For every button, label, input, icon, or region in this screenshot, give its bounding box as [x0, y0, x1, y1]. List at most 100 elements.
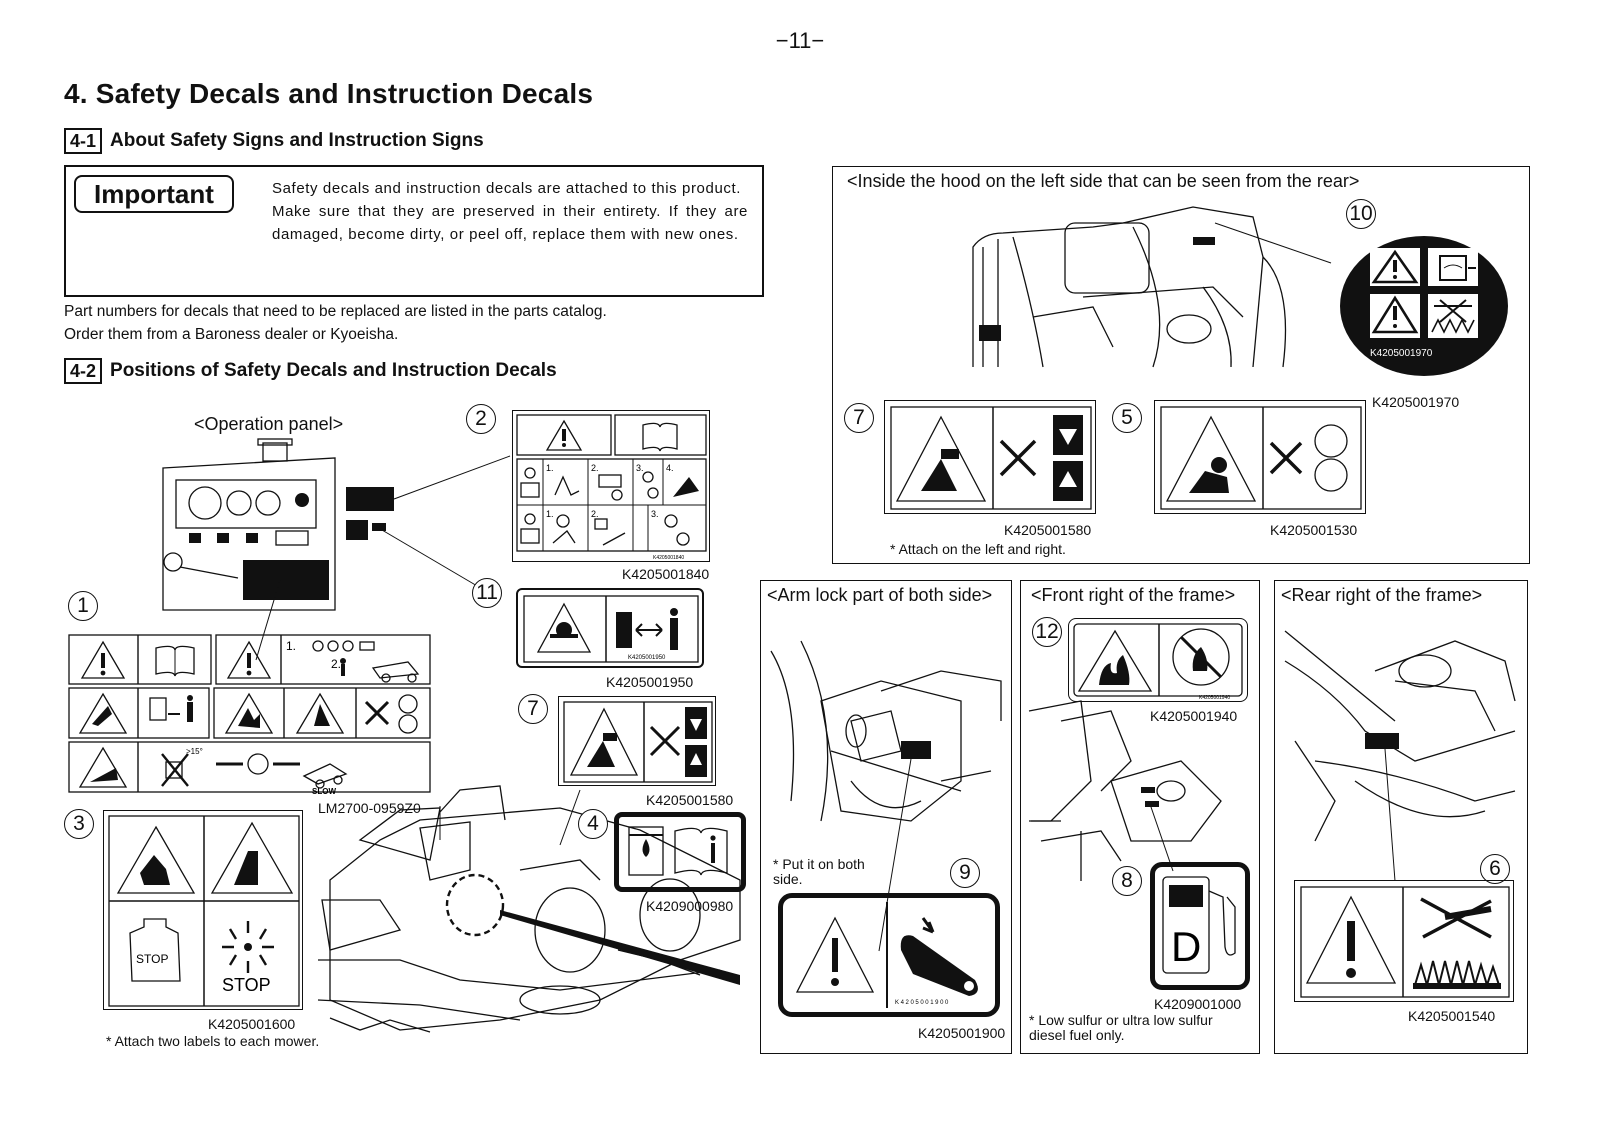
- arrow-down-icon: [1053, 415, 1083, 455]
- important-label: Important: [74, 175, 234, 213]
- decal-3-note: * Attach two labels to each mower.: [106, 1033, 320, 1049]
- decal-5-part-number: K4205001530: [1270, 522, 1358, 538]
- decal-6: [1294, 880, 1514, 1002]
- keep-distance-icon: [616, 608, 678, 650]
- parts-note: Part numbers for decals that need to be …: [64, 300, 607, 346]
- front-right-panel-caption: <Front right of the frame>: [1031, 585, 1236, 605]
- decal-3: STOP STOP: [103, 810, 303, 1010]
- manual-book-icon: [642, 422, 678, 452]
- callout-3: 3: [64, 809, 94, 839]
- callout-5: 5: [1112, 403, 1142, 433]
- decal-9-part-number: K4205001900: [918, 1025, 1006, 1041]
- hand-crush-icon: [895, 415, 987, 502]
- callout-11: 11: [472, 578, 502, 608]
- ear-protection-warning-icon: [536, 602, 592, 653]
- warning-triangle-icon: [1305, 895, 1397, 984]
- hood-panel: <Inside the hood on the left side that c…: [832, 166, 1530, 564]
- crush-warning-icon: [295, 692, 345, 734]
- decal-12: K4205001940: [1068, 618, 1248, 702]
- rear-right-panel-caption: <Rear right of the frame>: [1281, 585, 1483, 605]
- fan-warning-icon: [1165, 415, 1257, 502]
- decal-11-small-code: K4205001950: [628, 655, 666, 661]
- section-number: 4-1: [64, 128, 103, 154]
- manual-info-icon: [674, 827, 728, 876]
- hand-crush-icon: [224, 692, 274, 734]
- decal-2-step-g: 3.: [651, 509, 659, 519]
- hand-crush-icon: [116, 825, 196, 894]
- callout-7: 7: [518, 694, 548, 724]
- decal-12-small-code: K4205001940: [1199, 695, 1230, 701]
- callout-9: 9: [950, 858, 980, 888]
- fuel-pump-icon: [1162, 876, 1236, 974]
- important-notice: Important Safety decals and instruction …: [64, 165, 764, 297]
- warning-triangle-icon: [1371, 249, 1419, 284]
- section-heading-4-1: 4-1 About Safety Signs and Instruction S…: [64, 128, 484, 154]
- warning-triangle-icon: [545, 419, 583, 451]
- parts-note-line-1: Part numbers for decals that need to be …: [64, 303, 607, 320]
- decal-8: D: [1150, 862, 1250, 990]
- decal-10-part-number: K4205001970: [1372, 394, 1460, 410]
- decal-9: K4205001900: [778, 893, 1000, 1017]
- decal-11-part-number: K4205001950: [606, 674, 694, 690]
- slow-mower-icon: [302, 763, 348, 789]
- callout-7-hood: 7: [844, 403, 874, 433]
- decal-8-part-number: K4209001000: [1154, 996, 1242, 1012]
- overturn-warning-icon: [78, 746, 128, 788]
- no-hands-icon: [999, 439, 1037, 477]
- decal-6-part-number: K4205001540: [1408, 1008, 1496, 1024]
- decal-3-stop-1: STOP: [136, 952, 168, 966]
- frame-rear-illustration: [1284, 630, 1516, 882]
- decal-2-step-f: 2.: [591, 509, 599, 519]
- foot-crush-icon: [210, 821, 294, 894]
- hot-surface-icon: [1431, 299, 1475, 334]
- decal-3-stop-2: STOP: [222, 975, 271, 995]
- no-slope-icon: [161, 753, 189, 787]
- no-hands-icon: [1269, 441, 1303, 475]
- coolant-reservoir-icon: [628, 826, 664, 876]
- decal-7-hood: [884, 400, 1096, 514]
- parts-note-line-2: Order them from a Baroness dealer or Kyo…: [64, 326, 399, 343]
- decal-11: K4205001950: [516, 588, 704, 668]
- decal-8-letter: D: [1171, 923, 1201, 970]
- arm-lock-illustration: [770, 640, 1002, 952]
- decal-1-step-2: 2.: [331, 657, 341, 671]
- frame-front-illustration: [1028, 700, 1222, 881]
- decal-2-part-number: K4205001840: [622, 566, 710, 582]
- callout-2: 2: [466, 404, 496, 434]
- decal-2-step-a: 1.: [546, 463, 554, 473]
- decal-10-inner-code: K4205001970: [1370, 348, 1433, 359]
- warning-triangle-icon: [226, 640, 272, 679]
- decal-2-step-e: 1.: [546, 509, 554, 519]
- arrow-up-icon: [685, 745, 707, 777]
- callout-10: 10: [1346, 199, 1376, 229]
- decal-12-part-number: K4205001940: [1150, 708, 1238, 724]
- decal-1-slow: SLOW: [312, 787, 336, 796]
- callout-8: 8: [1112, 866, 1142, 896]
- important-text: Safety decals and instruction decals are…: [272, 177, 748, 246]
- front-right-panel: <Front right of the frame> * Low sulfur …: [1020, 580, 1260, 1054]
- instruction-pictograms: [520, 467, 699, 546]
- decal-1-part-number: LM2700-0959Z0: [318, 800, 421, 816]
- decal-10: K4205001970: [1340, 236, 1508, 376]
- decal-2: 1. 2. 3. 4. 1. 2. 3. K4205001840: [512, 410, 710, 562]
- hand-crush-icon: [569, 707, 639, 776]
- decal-8-note: * Low sulfur or ultra low sulfur diesel …: [1029, 1012, 1213, 1043]
- decal-4: [614, 812, 746, 892]
- decal-4-part-number: K4209000980: [646, 898, 734, 914]
- callout-1: 1: [68, 591, 98, 621]
- page-number: −11−: [775, 28, 825, 53]
- arm-lock-icon: [900, 917, 978, 996]
- callout-6: 6: [1480, 854, 1510, 884]
- hitch-icon: [216, 753, 300, 775]
- decal-5: [1154, 400, 1366, 514]
- rear-right-panel: <Rear right of the frame>: [1274, 580, 1528, 1054]
- section-number: 4-2: [64, 358, 103, 384]
- arm-lock-panel: <Arm lock part of both side> * Put it on…: [760, 580, 1012, 1054]
- page-title: 4. Safety Decals and Instruction Decals: [64, 78, 594, 109]
- engine-coolant-icon: [1439, 255, 1476, 281]
- hood-panel-caption: <Inside the hood on the left side that c…: [847, 171, 1360, 191]
- section-heading-4-2: 4-2 Positions of Safety Decals and Instr…: [64, 358, 557, 384]
- decal-9-small-code: K4205001900: [895, 1000, 950, 1006]
- no-hands-icon: [649, 725, 681, 757]
